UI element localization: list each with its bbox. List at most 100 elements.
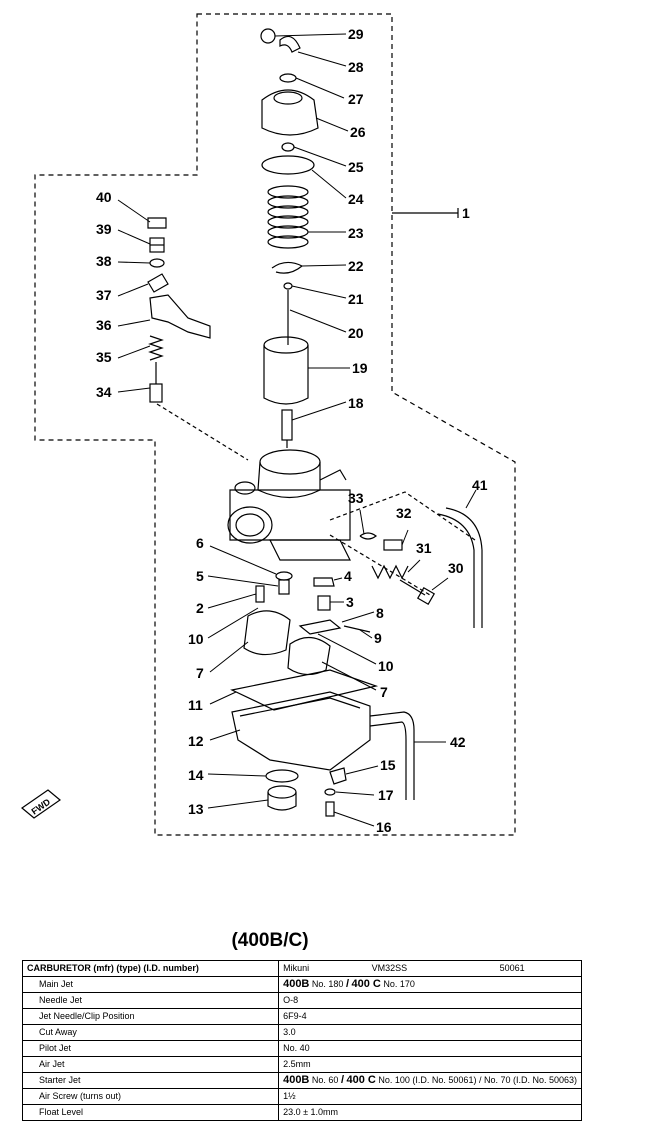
callout-17: 17: [378, 787, 394, 803]
spec-mfr: Mikuni: [283, 963, 310, 973]
callout-32: 32: [396, 505, 412, 521]
callout-14: 14: [188, 767, 204, 783]
callout-16: 16: [376, 819, 392, 835]
callout-42: 42: [450, 734, 466, 750]
spec-value: 400B No. 180 / 400 C No. 170: [278, 976, 582, 993]
spec-value: No. 40: [278, 1040, 582, 1057]
spec-header-values: Mikuni VM32SS 50061: [278, 960, 582, 977]
fwd-arrow-icon: [21, 789, 61, 819]
part-13-plug: [267, 785, 297, 811]
spec-label: Needle Jet: [21, 992, 280, 1009]
part-7-float-left: [243, 610, 291, 656]
spec-label: Jet Needle/Clip Position: [21, 1008, 280, 1025]
spec-row-air-screw: Air Screw (turns out) 1½: [21, 1088, 582, 1105]
spec-row-pilot-jet: Pilot Jet No. 40: [21, 1040, 582, 1057]
callout-27: 27: [348, 91, 364, 107]
spec-label: Starter Jet: [21, 1072, 280, 1089]
part-25-plug: [281, 142, 295, 152]
assembly-outline: [34, 13, 516, 836]
spec-header-label: CARBURETOR (mfr) (type) (I.D. number): [21, 960, 280, 977]
callout-4: 4: [344, 568, 352, 584]
callout-26: 26: [350, 124, 366, 140]
part-16-screw: [325, 801, 335, 817]
callout-21: 21: [348, 291, 364, 307]
callout-33: 33: [348, 490, 364, 506]
part-34-starter-plunger: [149, 362, 163, 403]
callout-15: 15: [380, 757, 396, 773]
spec-label: Pilot Jet: [21, 1040, 280, 1057]
part-33-o-ring: [359, 532, 378, 540]
part-24-o-ring: [261, 155, 315, 175]
spec-label: Cut Away: [21, 1024, 280, 1041]
part-42-drain-hose: [369, 711, 415, 800]
spec-value: 6F9-4: [278, 1008, 582, 1025]
callout-10-right: 10: [378, 658, 394, 674]
spec-type: VM32SS: [371, 963, 408, 973]
part-22-clip: [271, 261, 304, 274]
part-26-mixing-chamber-top: [261, 89, 319, 136]
callout-36: 36: [96, 317, 112, 333]
part-12-float-chamber: [231, 691, 371, 771]
exploded-carburetor-diagram: FWD 1 29 28 27 26 25 24 23 22 21 20 19 1…: [21, 13, 516, 836]
spec-value: 2.5mm: [278, 1056, 582, 1073]
spec-label: Main Jet: [21, 976, 280, 993]
callout-34: 34: [96, 384, 112, 400]
part-4-washer: [313, 577, 335, 587]
callout-38: 38: [96, 253, 112, 269]
callout-5: 5: [196, 568, 204, 584]
spec-row-cut-away: Cut Away 3.0: [21, 1024, 582, 1041]
spec-row-jet-needle: Jet Needle/Clip Position 6F9-4: [21, 1008, 582, 1025]
part-41-vent-hose: [437, 507, 483, 628]
callout-20: 20: [348, 325, 364, 341]
callout-12: 12: [188, 733, 204, 749]
part-23-throttle-valve-spring: [267, 185, 309, 249]
callout-8: 8: [376, 605, 384, 621]
part-14-o-ring: [265, 769, 299, 783]
part-5-jet: [278, 579, 290, 595]
part-8-float-arm: [298, 619, 342, 635]
part-6-gasket: [275, 571, 293, 581]
spec-label: Air Screw (turns out): [21, 1088, 280, 1105]
spec-label: Air Jet: [21, 1056, 280, 1073]
spec-row-air-jet: Air Jet 2.5mm: [21, 1056, 582, 1073]
callout-24: 24: [348, 191, 364, 207]
part-30-throttle-stop-screw: [399, 579, 436, 606]
callout-6: 6: [196, 535, 204, 551]
callout-18: 18: [348, 395, 364, 411]
part-28-elbow: [279, 35, 301, 53]
spec-row-main-jet: Main Jet 400B No. 180 / 400 C No. 170: [21, 976, 582, 993]
carburetor-body: [227, 449, 351, 561]
spec-value: 1½: [278, 1088, 582, 1105]
callout-7-left: 7: [196, 665, 204, 681]
callout-7-right: 7: [380, 684, 388, 700]
part-2-pilot-jet: [255, 585, 265, 603]
part-35-spring: [148, 335, 164, 361]
callout-11: 11: [188, 697, 203, 713]
part-39-plunger-nut: [149, 237, 165, 253]
spec-title: (400B/C): [231, 930, 309, 951]
part-40-cap: [147, 217, 167, 229]
spec-row-starter-jet: Starter Jet 400B No. 60 / 400 C No. 100 …: [21, 1072, 582, 1089]
part-32-pilot-air-screw: [383, 539, 403, 551]
carburetor-spec-table: CARBURETOR (mfr) (type) (I.D. number) Mi…: [21, 960, 582, 1121]
part-17-washer: [324, 788, 336, 796]
part-11-float-chamber-gasket: [230, 669, 379, 711]
callout-22: 22: [348, 258, 364, 274]
callout-23: 23: [348, 225, 364, 241]
callout-3: 3: [346, 594, 354, 610]
part-29-nut: [260, 28, 276, 44]
spec-id: 50061: [499, 963, 525, 973]
part-27-washer: [279, 73, 297, 83]
callout-1: 1: [462, 205, 470, 221]
spec-value: 3.0: [278, 1024, 582, 1041]
callout-40: 40: [96, 189, 112, 205]
callout-41: 41: [472, 477, 488, 493]
callout-29: 29: [348, 26, 364, 42]
part-15-clip: [329, 767, 347, 785]
part-38-washer: [149, 258, 165, 268]
callout-39: 39: [96, 221, 112, 237]
spec-row-needle-jet: Needle Jet O-8: [21, 992, 582, 1009]
part-31-spring: [371, 564, 409, 580]
callout-25: 25: [348, 159, 364, 175]
spec-value: O-8: [278, 992, 582, 1009]
